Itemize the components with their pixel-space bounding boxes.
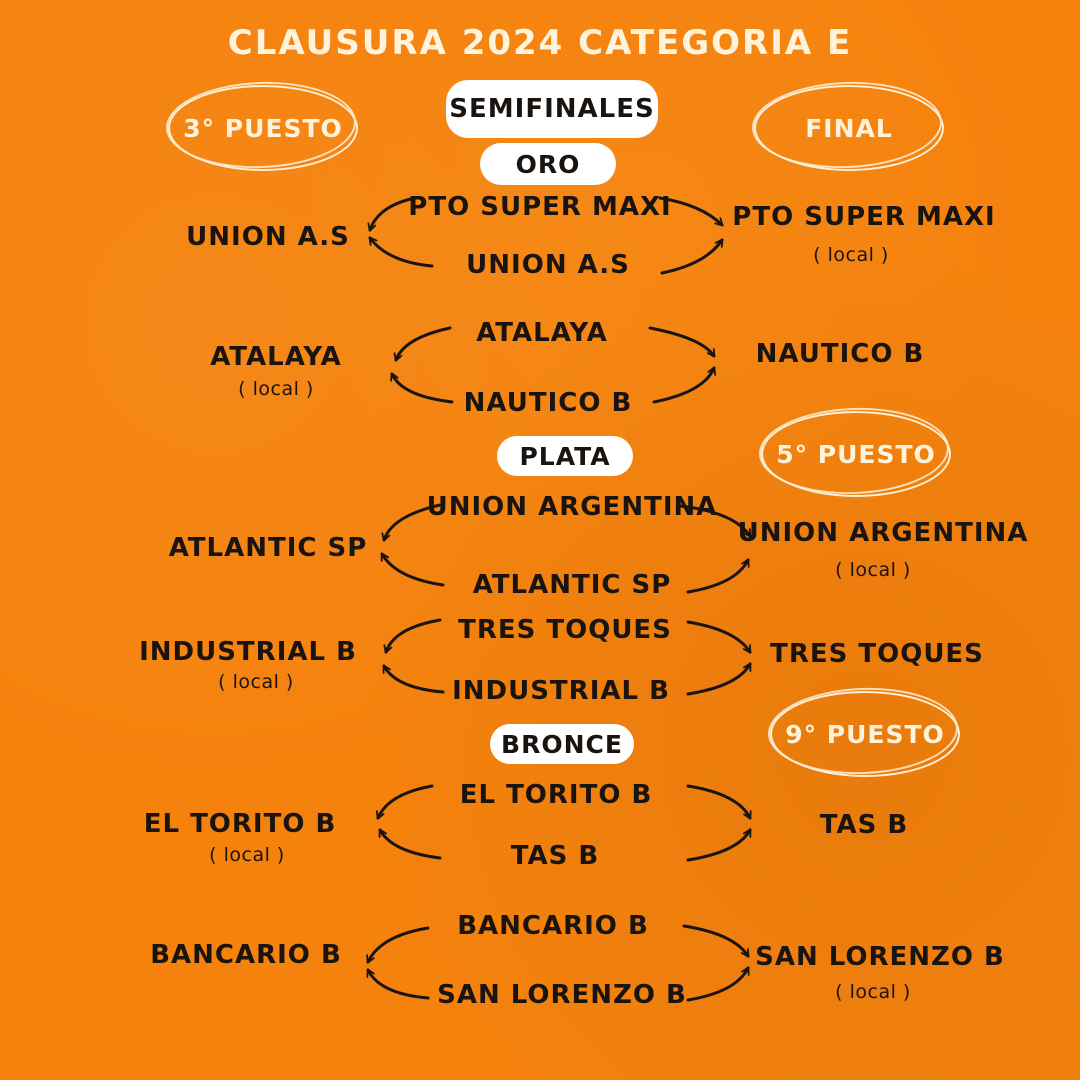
match-4-team-bottom: INDUSTRIAL B — [452, 676, 670, 706]
arrow-m2-right-top — [648, 326, 716, 356]
arrow-m4-left-top — [386, 618, 442, 652]
arrow-m6-left-top — [368, 926, 430, 962]
section-bronce-label: BRONCE — [501, 729, 623, 759]
arrow-m2-left-top — [396, 326, 452, 360]
arrow-m4-left-bottom — [382, 666, 445, 694]
semifinales-pill: SEMIFINALES — [446, 80, 658, 138]
arrow-m1-left-bottom — [368, 236, 434, 268]
match-5-team-top: EL TORITO B — [459, 780, 653, 810]
section-plata-pill: PLATA — [497, 436, 633, 476]
match-6-left-team: BANCARIO B — [150, 940, 342, 970]
poster-title: CLAUSURA 2024 CATEGORIA E — [227, 23, 853, 63]
match-4-left-team: INDUSTRIAL B — [139, 637, 357, 667]
arrow-m2-right-bottom — [652, 368, 714, 404]
arrow-m3-right-top — [678, 504, 752, 536]
arrow-m4-right-top — [686, 620, 752, 652]
arrow-m3-right-bottom — [686, 560, 748, 594]
match-5-team-bottom: TAS B — [510, 841, 600, 871]
arrow-m4-right-bottom — [686, 664, 752, 696]
arrow-m2-left-bottom — [392, 374, 454, 404]
match-6-right-local: ( local ) — [835, 981, 911, 1003]
fifth-place-oval: 5° PUESTO — [761, 411, 951, 497]
section-plata-label: PLATA — [519, 441, 611, 471]
arrow-m3-left-top — [384, 503, 442, 540]
arrow-m1-left-top — [370, 196, 417, 230]
match-3-right-local: ( local ) — [835, 559, 911, 581]
match-1-team-bottom: UNION A.S — [466, 250, 630, 280]
match-2-team-top: ATALAYA — [476, 318, 608, 348]
section-bronce-pill: BRONCE — [490, 724, 634, 764]
match-2-team-bottom: NAUTICO B — [463, 388, 633, 418]
arrow-m5-left-bottom — [378, 830, 442, 860]
match-4-team-top: TRES TOQUES — [458, 615, 672, 645]
match-4-right-team: TRES TOQUES — [770, 639, 984, 669]
match-1-team-top: PTO SUPER MAXI — [408, 192, 672, 222]
match-1-right-team: PTO SUPER MAXI — [732, 202, 996, 232]
arrow-m5-left-top — [378, 784, 434, 818]
match-5-right-team: TAS B — [819, 810, 909, 840]
match-3-left-team: ATLANTIC SP — [168, 533, 368, 563]
arrow-m3-left-bottom — [380, 554, 445, 587]
section-oro-pill: ORO — [480, 143, 616, 185]
ninth-place-oval: 9° PUESTO — [770, 691, 960, 777]
match-5-left-team: EL TORITO B — [143, 809, 337, 839]
match-2-right-team: NAUTICO B — [755, 339, 925, 369]
match-1-right-local: ( local ) — [813, 244, 889, 266]
match-6-right-team: SAN LORENZO B — [755, 942, 1005, 972]
arrow-m5-right-top — [686, 784, 750, 818]
third-place-oval: 3° PUESTO — [168, 85, 358, 171]
match-6-team-bottom: SAN LORENZO B — [437, 980, 687, 1010]
arrow-m1-right-bottom — [660, 240, 724, 275]
match-5-left-local: ( local ) — [209, 844, 285, 866]
section-oro-label: ORO — [515, 149, 581, 179]
final-oval: FINAL — [754, 85, 944, 171]
arrow-m5-right-bottom — [686, 830, 752, 862]
arrow-m6-right-top — [682, 924, 750, 956]
match-1-left-team: UNION A.S — [186, 222, 350, 252]
arrow-m6-left-bottom — [368, 970, 430, 1000]
match-2-left-team: ATALAYA — [210, 342, 342, 372]
match-2-left-local: ( local ) — [238, 378, 314, 400]
match-3-team-bottom: ATLANTIC SP — [472, 570, 672, 600]
match-4-left-local: ( local ) — [218, 671, 294, 693]
match-3-team-top: UNION ARGENTINA — [426, 492, 718, 522]
match-6-team-top: BANCARIO B — [457, 911, 649, 941]
arrow-m1-right-top — [658, 196, 724, 227]
match-3-right-team: UNION ARGENTINA — [737, 518, 1029, 548]
arrow-m6-right-bottom — [686, 968, 748, 1002]
semifinales-label: SEMIFINALES — [449, 94, 655, 124]
